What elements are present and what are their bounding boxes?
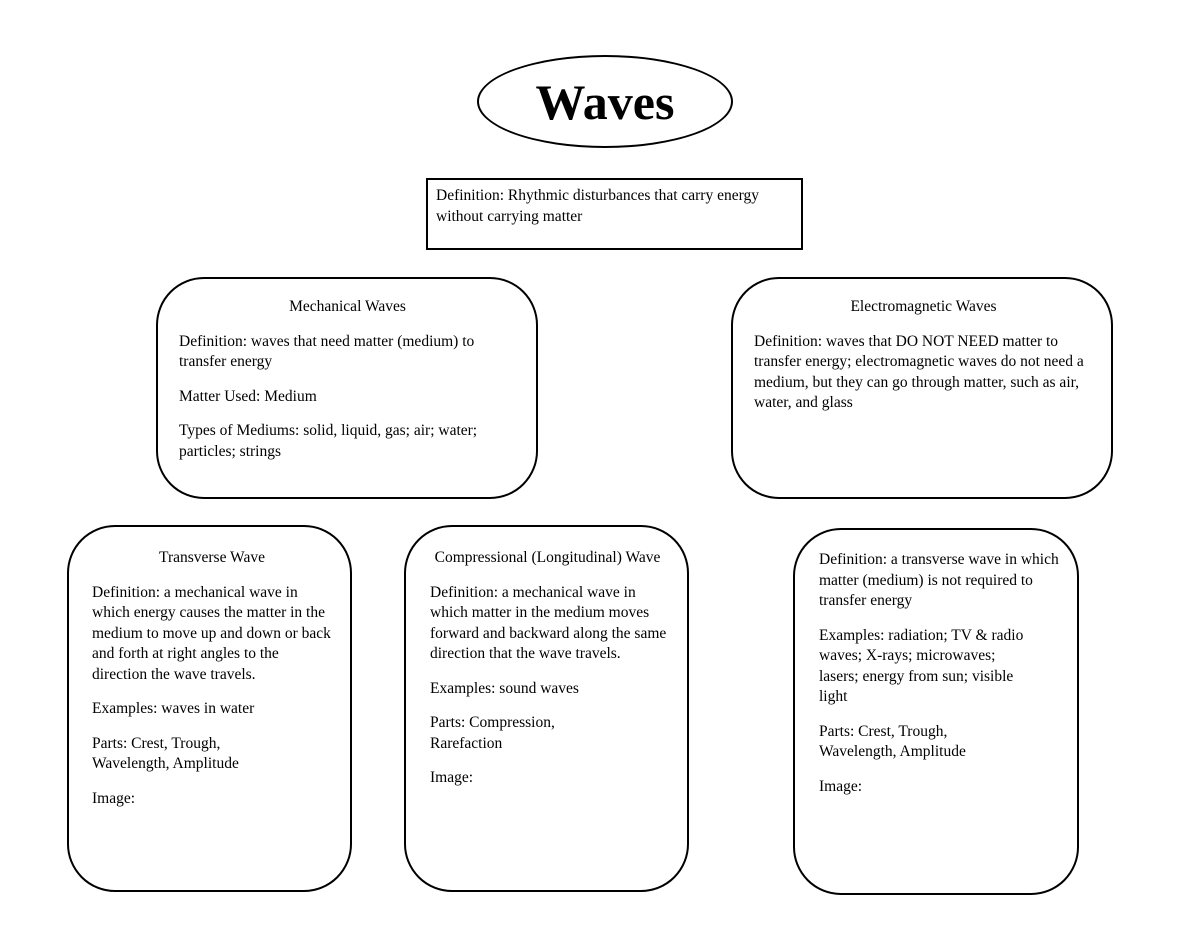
definition-box: Definition: Rhythmic disturbances that c… <box>426 178 803 250</box>
compressional-parts: Parts: Compression, Rarefaction <box>430 714 555 752</box>
em-detail-examples: Examples: radiation; TV & radio waves; X… <box>819 626 1024 706</box>
mechanical-mediums: Types of Mediums: solid, liquid, gas; ai… <box>179 422 478 460</box>
electromagnetic-waves-box: Electromagnetic Waves Definition: waves … <box>731 277 1113 499</box>
transverse-image-label: Image: <box>92 789 136 807</box>
transverse-examples: Examples: waves in water <box>92 700 255 717</box>
compressional-definition: Definition: a mechanical wave in which m… <box>430 583 667 663</box>
compressional-examples: Examples: sound waves <box>430 679 579 697</box>
em-detail-image-label: Image: <box>819 777 863 795</box>
em-detail-parts: Parts: Crest, Trough, Wavelength, Amplit… <box>819 722 966 761</box>
electromagnetic-title: Electromagnetic Waves <box>850 298 997 315</box>
main-title: Waves <box>535 73 675 130</box>
compressional-image-label: Image: <box>430 769 474 786</box>
mechanical-waves-box: Mechanical Waves Definition: waves that … <box>156 277 538 499</box>
transverse-wave-box: Transverse Wave Definition: a mechanical… <box>67 525 352 892</box>
transverse-parts: Parts: Crest, Trough, Wavelength, Amplit… <box>92 734 239 773</box>
mechanical-matter: Matter Used: Medium <box>179 387 317 405</box>
mechanical-title: Mechanical Waves <box>289 298 406 315</box>
title-ellipse: Waves <box>477 55 733 148</box>
em-detail-definition: Definition: a transverse wave in which m… <box>819 551 1059 609</box>
transverse-definition: Definition: a mechanical wave in which e… <box>92 583 331 683</box>
compressional-title: Compressional (Longitudinal) Wave <box>434 549 661 566</box>
electromagnetic-detail-box: Definition: a transverse wave in which m… <box>793 528 1079 895</box>
transverse-title: Transverse Wave <box>159 549 265 566</box>
mechanical-definition: Definition: waves that need matter (medi… <box>179 332 475 371</box>
definition-text: Definition: Rhythmic disturbances that c… <box>436 187 759 225</box>
compressional-wave-box: Compressional (Longitudinal) Wave Defini… <box>404 525 689 892</box>
electromagnetic-definition: Definition: waves that DO NOT NEED matte… <box>754 332 1084 412</box>
